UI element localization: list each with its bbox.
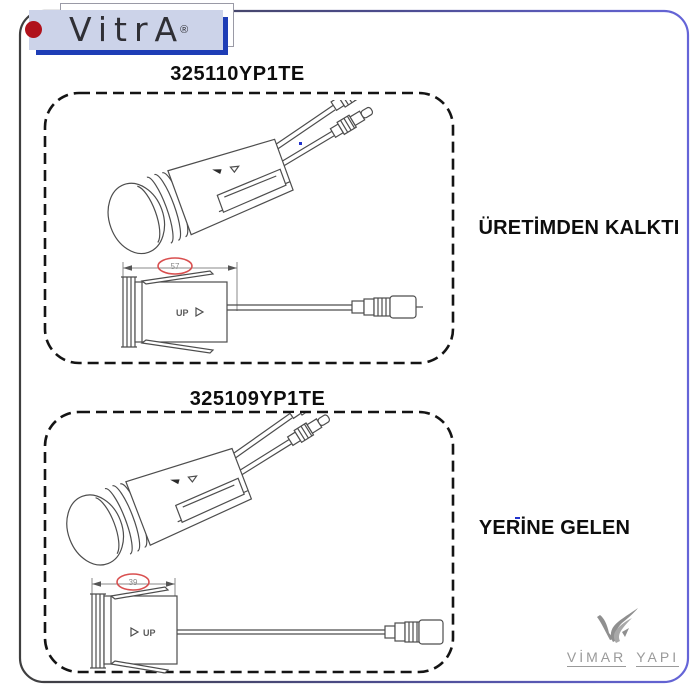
dimension-ellipse-2 [116, 573, 150, 591]
cable-connector-icon [329, 106, 374, 139]
yapi-word: YAPI [636, 649, 680, 667]
side-view-drawing-2: 39 UP [90, 573, 444, 674]
vimar-logo-text: VİMAR YAPI [548, 649, 698, 667]
artifact-blue-dot [299, 142, 302, 145]
dashed-box-2 [43, 410, 455, 674]
vitra-logo-text: VitrA [69, 10, 185, 49]
dimension-value-1: 57 [171, 262, 180, 271]
vitra-logo: VitrA® [29, 10, 223, 50]
perspective-drawing-1 [107, 100, 374, 255]
cable-connector-icon [287, 413, 315, 420]
side-view-drawing-1: 57 UP [121, 257, 423, 354]
perspective-drawing-2 [66, 413, 331, 566]
product-code-title-1: 325110YP1TE [170, 63, 305, 85]
cable-connector-icon [286, 414, 331, 447]
cable-connector-icon [330, 100, 358, 112]
vitra-logo-red-dot-icon [25, 21, 42, 38]
dimension-value-2: 39 [129, 578, 138, 587]
product-code-title-2: 325109YP1TE [189, 388, 326, 410]
up-label-1: UP [176, 308, 189, 318]
dashed-box-1 [43, 91, 455, 365]
vimar-logo-mark-icon [597, 608, 638, 643]
status-label-discontinued: ÜRETİMDEN KALKTI [478, 217, 680, 239]
dimension-ellipse-1 [157, 257, 193, 275]
status-label-replacement: YERİNE GELEN [478, 517, 631, 539]
vimar-word: VİMAR [566, 649, 627, 667]
registered-trademark-icon: ® [180, 24, 189, 36]
up-label-2: UP [143, 628, 156, 638]
artifact-blue-dot [515, 517, 520, 519]
